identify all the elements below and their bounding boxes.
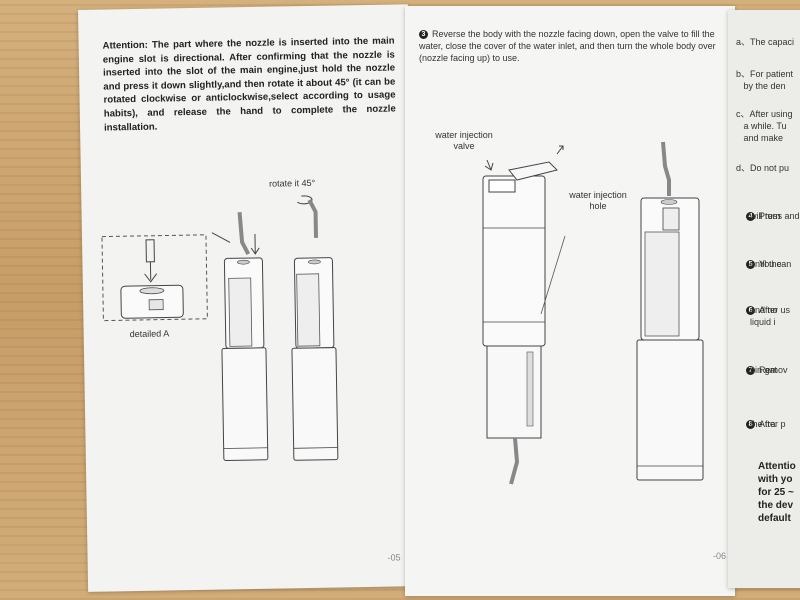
valve-label: water injection valve (427, 130, 501, 152)
right-item-b: b、For patient (736, 69, 794, 79)
hole-label: water injection hole (561, 190, 635, 212)
right-item-c: c、After using (736, 109, 793, 119)
right-attention-line4: the dev (758, 500, 794, 511)
right-step-8-line2: the tra (750, 419, 776, 429)
step-7-line1: Remov (759, 365, 788, 375)
valve-label-line1: water injection (435, 130, 493, 140)
right-attention-line5: default (758, 513, 791, 524)
right-item-d: d、Do not pu (736, 163, 790, 173)
right-item-b2: by the den (736, 81, 786, 91)
step-5-line1: You can (759, 259, 792, 269)
detailed-a-label: detailed A (129, 328, 170, 340)
step-6-line1: After us (759, 305, 791, 315)
right-step-6-line3: liquid i (750, 317, 776, 327)
right-step-5-line2: until the (750, 259, 782, 269)
right-item-a: a、The capaci (736, 37, 795, 47)
right-step-6-line2: and no (750, 305, 778, 315)
step-8-badge: 8 (746, 420, 756, 429)
step-6-badge: 6 (746, 306, 756, 315)
device-illustration-1 (211, 212, 269, 461)
device-illustration-2 (291, 195, 339, 461)
attention-paragraph: Attention: The part where the nozzle is … (102, 35, 396, 134)
rotate-label: rotate it 45° (268, 177, 316, 189)
step-8-line1: After p (759, 419, 786, 429)
right-item-c3: and make (736, 133, 784, 143)
hole-label-line1: water injection (569, 190, 627, 200)
right-step-4-line2: will turn (750, 211, 781, 221)
page-number-middle: -06 (713, 551, 727, 561)
inverted-device-illustration (482, 145, 566, 485)
right-attention-line1: Attentio (758, 461, 796, 472)
page-number-left: -05 (387, 552, 401, 563)
right-step-7-line2: bin gat (750, 365, 778, 375)
manual-page-right: a、The capaci b、For patient by the den c、… (728, 10, 800, 588)
upright-device-illustration (636, 141, 704, 481)
step-5-badge: 5 (746, 260, 756, 269)
right-item-c2: a while. Tu (736, 121, 787, 131)
step-4-badge: 4 (746, 212, 756, 221)
manual-page-left: Attention: The part where the nozzle is … (78, 4, 419, 592)
step-7-badge: 7 (746, 366, 756, 375)
hole-label-line2: hole (589, 201, 607, 211)
step-3-text: Reverse the body with the nozzle facing … (419, 29, 716, 63)
detail-a-illustration (101, 234, 208, 322)
step-4-line1: Press and (759, 211, 800, 221)
valve-label-line2: valve (453, 141, 475, 151)
step-number-badge: 3 (419, 30, 428, 39)
right-attention-line2: with yo (758, 474, 793, 485)
right-attention-line3: for 25 ~ (758, 487, 794, 498)
